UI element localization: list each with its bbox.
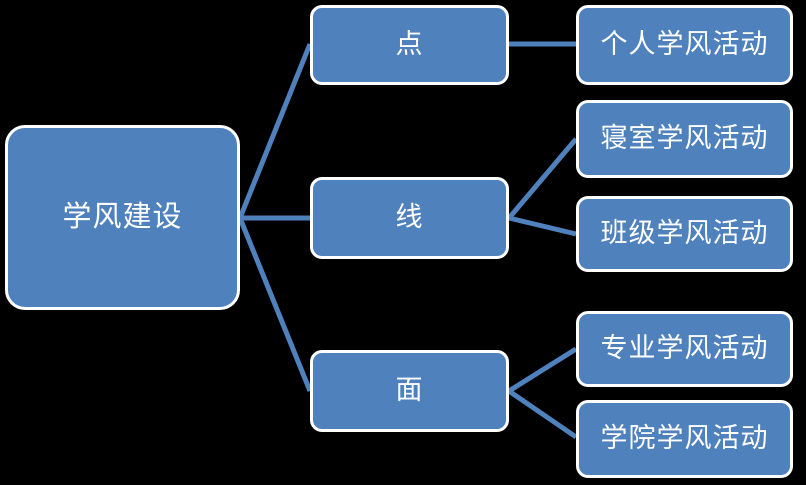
node-leaf-dormitory-activity-label: 寝室学风活动 bbox=[600, 123, 769, 154]
node-leaf-individual-activity-label: 个人学风活动 bbox=[600, 29, 769, 60]
node-branch-area[interactable]: 面 bbox=[310, 350, 509, 432]
node-leaf-major-activity-label: 专业学风活动 bbox=[600, 333, 769, 364]
connector-branch-2-to-leaf-2 bbox=[508, 215, 577, 237]
connector-branch-3-to-leaf-2 bbox=[507, 388, 578, 440]
node-leaf-major-activity[interactable]: 专业学风活动 bbox=[576, 311, 793, 387]
node-leaf-college-activity-label: 学院学风活动 bbox=[600, 423, 769, 454]
node-root-academic-style-construction[interactable]: 学风建设 bbox=[5, 125, 240, 310]
connector-root-to-branch-3 bbox=[237, 217, 313, 392]
connector-root-to-branch-1 bbox=[237, 43, 313, 219]
node-branch-point-label: 点 bbox=[395, 29, 424, 60]
node-leaf-class-activity-label: 班级学风活动 bbox=[600, 218, 769, 249]
node-leaf-dormitory-activity[interactable]: 寝室学风活动 bbox=[576, 100, 793, 178]
node-leaf-college-activity[interactable]: 学院学风活动 bbox=[576, 400, 793, 478]
node-branch-line[interactable]: 线 bbox=[310, 177, 509, 259]
connector-branch-2-to-leaf-1 bbox=[507, 137, 578, 220]
node-root-label: 学风建设 bbox=[62, 200, 183, 233]
node-branch-area-label: 面 bbox=[395, 375, 424, 406]
node-branch-line-label: 线 bbox=[395, 202, 424, 233]
node-leaf-class-activity[interactable]: 班级学风活动 bbox=[576, 196, 793, 272]
connector-branch-3-to-leaf-1 bbox=[507, 346, 578, 394]
node-leaf-individual-activity[interactable]: 个人学风活动 bbox=[576, 5, 793, 85]
node-branch-point[interactable]: 点 bbox=[310, 5, 509, 85]
